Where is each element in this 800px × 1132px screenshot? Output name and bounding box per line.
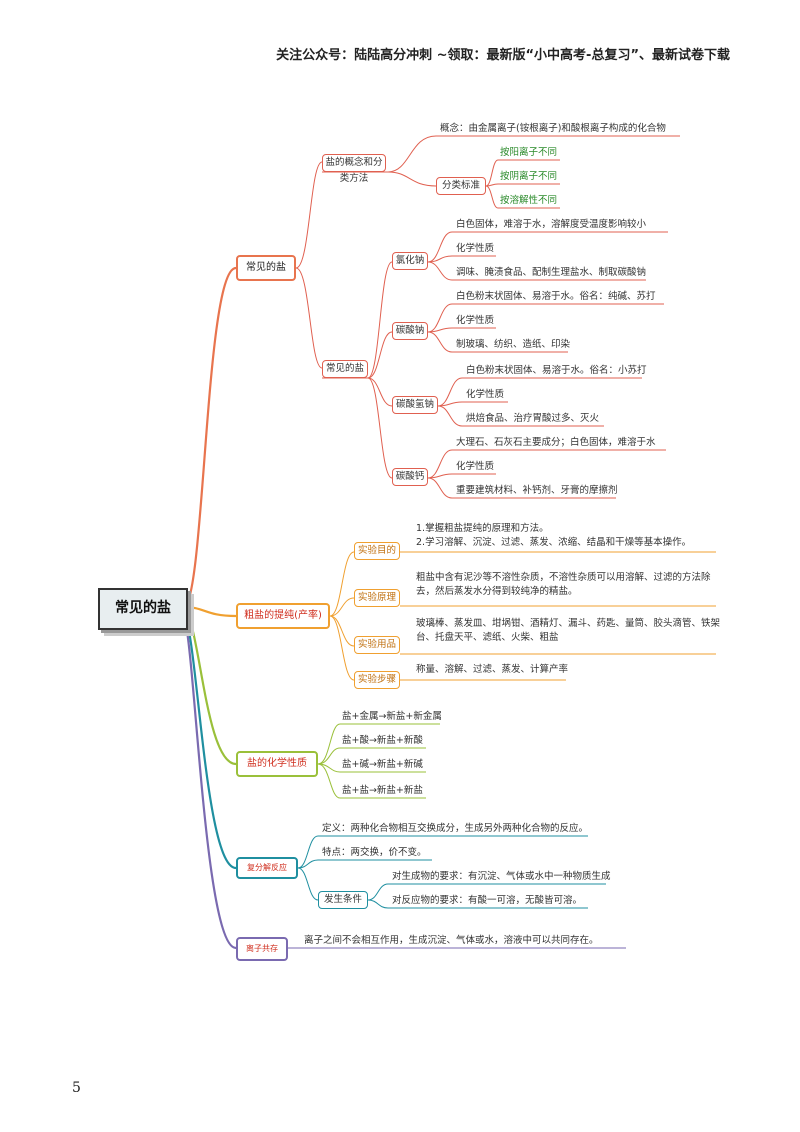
node-salt-concept: 盐的概念和分类方法 — [322, 154, 386, 184]
principle-line: 粗盐中含有泥沙等不溶性杂质，不溶性杂质可以用溶解、过滤的方法除 — [416, 572, 711, 583]
branch-ion-coexistence: 离子共存 — [236, 937, 288, 961]
chem-prop-item: 盐+酸→新盐+新酸 — [342, 735, 423, 746]
nahco3-item: 化学性质 — [466, 389, 505, 400]
nacl-item: 调味、腌渍食品、配制生理盐水、制取碳酸钠 — [456, 267, 647, 278]
concept-text: 概念：由金属离子(铵根离子)和酸根离子构成的化合物 — [440, 123, 666, 134]
classify-item: 按阴离子不同 — [500, 171, 558, 182]
branch-crude-salt: 粗盐的提纯(产率) — [236, 603, 330, 629]
chem-prop-item: 盐+金属→新盐+新金属 — [342, 711, 442, 722]
equipment-line: 台、托盘天平、滤纸、火柴、粗盐 — [416, 632, 559, 643]
purpose-line: 1.掌握粗盐提纯的原理和方法。 — [416, 523, 549, 534]
purpose-line: 2.学习溶解、沉淀、过滤、蒸发、浓缩、结晶和干燥等基本操作。 — [416, 537, 692, 548]
caco3-item: 大理石、石灰石主要成分；白色固体，难溶于水 — [456, 437, 656, 448]
condition-item: 对生成物的要求：有沉淀、气体或水中一种物质生成 — [392, 871, 611, 882]
principle-line: 去，然后蒸发水分得到较纯净的精盐。 — [416, 586, 578, 597]
root-node: 常见的盐 — [98, 588, 188, 630]
node-nahco3: 碳酸氢钠 — [392, 396, 438, 414]
definition-text: 定义：两种化合物相互交换成分，生成另外两种化合物的反应。 — [322, 823, 589, 834]
classify-item: 按阳离子不同 — [500, 147, 558, 158]
node-classify: 分类标准 — [436, 177, 486, 195]
feature-text: 特点：两交换，价不变。 — [322, 847, 427, 858]
node-common-salts: 常见的盐 — [322, 360, 368, 378]
page-number: 5 — [72, 1080, 81, 1096]
node-equipment: 实验用品 — [354, 636, 400, 654]
nahco3-item: 烘焙食品、治疗胃酸过多、灭火 — [466, 413, 600, 424]
node-principle: 实验原理 — [354, 589, 400, 607]
caco3-item: 重要建筑材料、补钙剂、牙膏的摩擦剂 — [456, 485, 618, 496]
node-caco3: 碳酸钙 — [392, 468, 428, 486]
nacl-item: 白色固体，难溶于水，溶解度受温度影响较小 — [456, 219, 647, 230]
na2co3-item: 制玻璃、纺织、造纸、印染 — [456, 339, 571, 350]
steps-text: 称量、溶解、过滤、蒸发、计算产率 — [416, 664, 569, 675]
condition-item: 对反应物的要求：有酸一可溶，无酸皆可溶。 — [392, 895, 583, 906]
node-steps: 实验步骤 — [354, 671, 400, 689]
page-header: 关注公众号：陆陆高分冲刺 ~领取：最新版“小中高考-总复习”、最新试卷下载 — [276, 48, 730, 63]
node-na2co3: 碳酸钠 — [392, 322, 428, 340]
coexistence-text: 离子之间不会相互作用，生成沉淀、气体或水，溶液中可以共同存在。 — [304, 935, 599, 946]
caco3-item: 化学性质 — [456, 461, 495, 472]
equipment-line: 玻璃棒、蒸发皿、坩埚钳、酒精灯、漏斗、药匙、量筒、胶头滴管、铁架 — [416, 618, 721, 629]
node-conditions: 发生条件 — [318, 891, 368, 909]
chem-prop-item: 盐+盐→新盐+新盐 — [342, 785, 423, 796]
node-purpose: 实验目的 — [354, 542, 400, 560]
branch-chemical-properties: 盐的化学性质 — [236, 751, 318, 777]
branch-common-salts: 常见的盐 — [236, 255, 296, 281]
nacl-item: 化学性质 — [456, 243, 495, 254]
na2co3-item: 白色粉末状固体、易溶于水。俗名：纯碱、苏打 — [456, 291, 656, 302]
nahco3-item: 白色粉末状固体、易溶于水。俗名：小苏打 — [466, 365, 647, 376]
classify-item: 按溶解性不同 — [500, 195, 558, 206]
node-nacl: 氯化钠 — [392, 252, 428, 270]
chem-prop-item: 盐+碱→新盐+新碱 — [342, 759, 423, 770]
branch-double-decomposition: 复分解反应 — [236, 857, 298, 879]
na2co3-item: 化学性质 — [456, 315, 495, 326]
